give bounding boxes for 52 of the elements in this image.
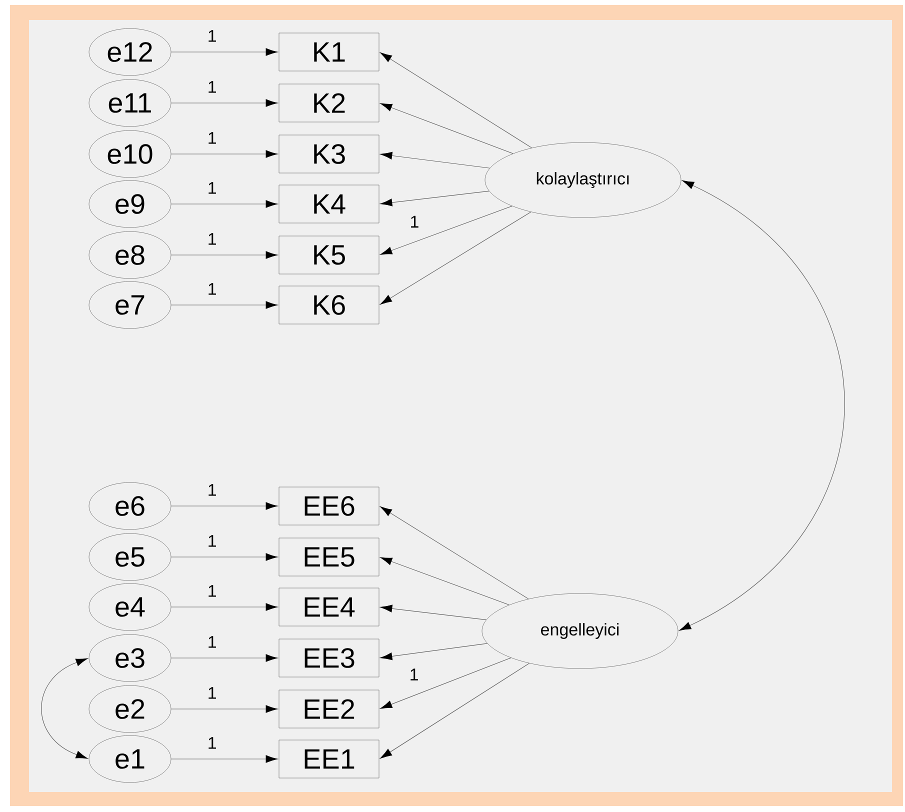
edge-label: 1 [206,736,218,750]
arrow [170,755,278,763]
edge-label: 1 [206,635,218,649]
arrow [170,48,278,56]
edge-label: 1 [206,232,218,246]
arrow [170,705,278,713]
arrow [170,301,278,309]
variable-box: K2 [278,84,380,122]
edge-label: 1 [206,181,218,195]
edge-label: 1 [206,584,218,598]
arrow [170,603,278,611]
edge-label: 1 [408,214,420,229]
arrow [170,553,278,561]
variable-box: EE4 [278,588,380,626]
arrow [170,200,278,208]
arrow [380,103,514,154]
arrow [41,658,88,759]
variable-box: K4 [278,184,380,224]
variable-box: EE2 [278,690,380,728]
variable-box: EE5 [278,538,380,576]
variable-box: K3 [278,134,380,174]
edge-label: 1 [408,668,420,682]
variable-box: K1 [278,32,380,72]
variable-box: EE3 [278,638,380,678]
arrow [380,557,510,606]
arrow [380,604,487,620]
edge-label: 1 [206,131,218,145]
arrow [170,654,278,662]
edge-label: 1 [206,686,218,700]
arrow [170,99,278,107]
arrow [380,152,490,168]
edge-label: 1 [206,534,218,548]
edge-label: 1 [206,282,218,296]
arrow [170,251,278,259]
arrow [170,150,278,158]
edge-label: 1 [206,80,218,94]
arrow [380,190,490,206]
arrow [380,52,532,148]
arrow [380,206,512,255]
arrow [380,506,529,600]
variable-box: K5 [278,236,380,274]
arrow [170,502,278,510]
variable-box: EE6 [278,486,380,526]
arrow [380,658,512,709]
arrow [380,212,532,305]
variable-box: K6 [278,286,380,324]
edge-label: 1 [206,483,218,497]
arrow [380,643,488,660]
edge-label: 1 [206,29,218,43]
variable-box: EE1 [278,740,380,778]
arrow [679,180,845,631]
arrow [380,663,530,758]
